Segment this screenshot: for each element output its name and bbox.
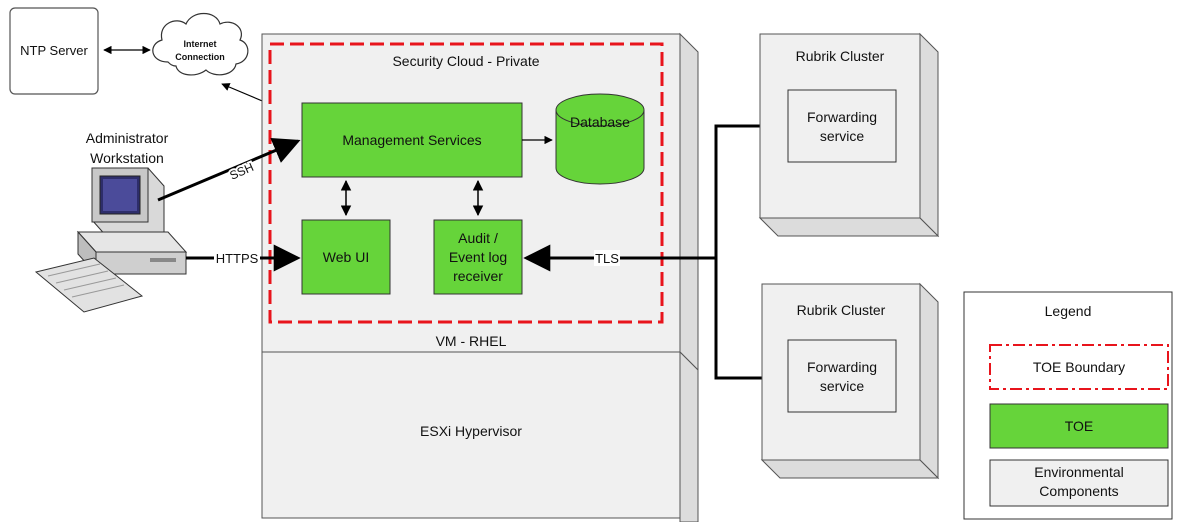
ntp-server-node: NTP Server <box>9 7 99 95</box>
security-cloud-title: Security Cloud - Private <box>392 53 539 69</box>
internet-cloud-node: Internet Connection <box>152 12 249 76</box>
fwd-1-line2: service <box>820 128 865 144</box>
vm-rhel-box: VM - RHEL <box>261 32 699 372</box>
legend-toe-boundary-label: TOE Boundary <box>1033 359 1125 375</box>
admin-label-line1: Administrator <box>86 130 169 146</box>
audit-line2: Event log <box>449 249 507 265</box>
tls-label: TLS <box>595 251 619 266</box>
legend-env-line1: Environmental <box>1034 464 1124 480</box>
ssh-connector <box>157 137 301 202</box>
esxi-label: ESXi Hypervisor <box>420 423 522 439</box>
web-ui-node: Web UI <box>301 219 391 295</box>
internet-line2: Connection <box>175 52 225 62</box>
esxi-hypervisor-box: ESXi Hypervisor <box>261 350 699 522</box>
mgmt-label: Management Services <box>342 132 481 148</box>
webui-label: Web UI <box>323 249 369 265</box>
rubrik-2-title: Rubrik Cluster <box>797 302 886 318</box>
toe-boundary-box <box>268 42 664 324</box>
legend-toe-swatch <box>989 403 1169 449</box>
internet-line1: Internet <box>183 39 216 49</box>
database-label: Database <box>570 114 630 130</box>
management-services-node: Management Services <box>301 102 523 178</box>
legend-toe-label: TOE <box>1065 418 1094 434</box>
legend-environmental-swatch <box>989 459 1169 507</box>
ssh-label: SSH <box>228 160 256 183</box>
rubrik-trunk-connector <box>714 124 788 380</box>
audit-line1: Audit / <box>458 230 498 246</box>
cloud-icon <box>152 12 249 76</box>
forwarding-service-2 <box>787 339 897 413</box>
workstation-icon <box>34 167 188 313</box>
https-label: HTTPS <box>216 251 259 266</box>
rubrik-cluster-1: Rubrik Cluster Forwarding service <box>758 32 940 238</box>
fwd-2-line1: Forwarding <box>807 359 877 375</box>
rubrik-1-title: Rubrik Cluster <box>796 48 885 64</box>
audit-line3: receiver <box>453 268 503 284</box>
database-node: Database <box>555 93 645 185</box>
audit-receiver-node: Audit / Event log receiver <box>433 219 523 295</box>
admin-label-line2: Workstation <box>90 150 164 166</box>
forwarding-service-1 <box>787 89 897 163</box>
fwd-1-line1: Forwarding <box>807 109 877 125</box>
legend: Legend TOE Boundary TOE Environmental Co… <box>963 291 1173 520</box>
legend-title: Legend <box>1045 303 1092 319</box>
fwd-2-line2: service <box>820 378 865 394</box>
legend-toe-boundary-swatch <box>989 344 1169 390</box>
ntp-server-label: NTP Server <box>20 43 88 58</box>
legend-env-line2: Components <box>1039 483 1118 499</box>
rubrik-cluster-2: Rubrik Cluster Forwarding service <box>760 282 940 480</box>
vm-label: VM - RHEL <box>436 333 507 349</box>
